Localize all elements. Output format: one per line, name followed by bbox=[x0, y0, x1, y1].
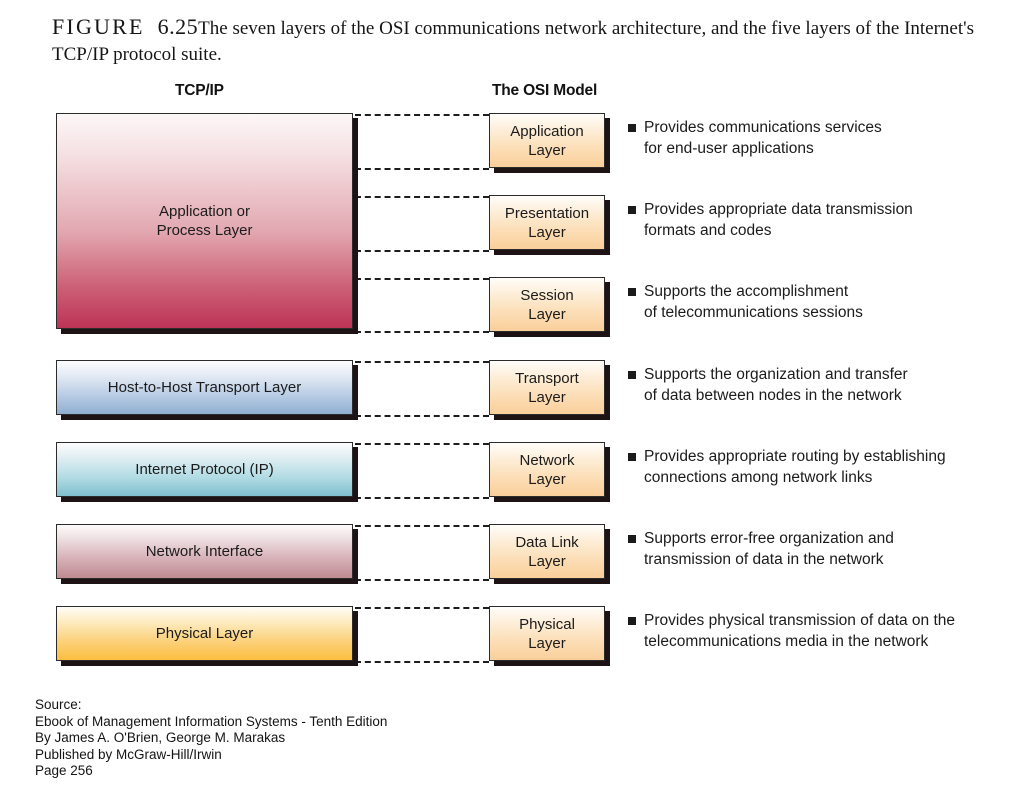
source-line-title: Ebook of Management Information Systems … bbox=[35, 713, 388, 729]
description-text: Provides appropriate data transmission f… bbox=[644, 201, 913, 239]
tcpip-layer-transport[interactable]: Host-to-Host Transport Layer bbox=[56, 360, 353, 415]
description-item: Provides communications services for end… bbox=[628, 117, 1013, 159]
osi-layer-network[interactable]: Network Layer bbox=[489, 442, 605, 497]
connector-dash-network-top bbox=[355, 443, 489, 445]
bullet-square-icon bbox=[628, 535, 636, 543]
bullet-square-icon bbox=[628, 288, 636, 296]
description-item: Provides appropriate data transmission f… bbox=[628, 199, 1013, 241]
osi-layer-transport-label: Transport Layer bbox=[515, 369, 579, 406]
osi-layer-application-label: Application Layer bbox=[510, 122, 584, 159]
connector-dash-session-top bbox=[355, 278, 489, 280]
description-text: Supports the accomplishment of telecommu… bbox=[644, 283, 863, 321]
figure-label: FIGURE bbox=[52, 14, 145, 39]
figure-number: 6.25 bbox=[157, 14, 199, 39]
column-header-tcpip: TCP/IP bbox=[175, 82, 224, 99]
description-item: Supports error-free organization and tra… bbox=[628, 528, 1013, 570]
osi-layer-presentation[interactable]: Presentation Layer bbox=[489, 195, 605, 250]
connector-dash-transport-bottom bbox=[355, 415, 489, 417]
osi-layer-session[interactable]: Session Layer bbox=[489, 277, 605, 332]
osi-layer-application[interactable]: Application Layer bbox=[489, 113, 605, 168]
description-item: Supports the accomplishment of telecommu… bbox=[628, 281, 1013, 323]
description-text: Provides communications services for end… bbox=[644, 119, 882, 157]
column-header-osi: The OSI Model bbox=[492, 82, 598, 99]
osi-layer-session-label: Session Layer bbox=[520, 286, 574, 323]
connector-dash-physical-bottom bbox=[355, 661, 489, 663]
osi-layer-data-link-label: Data Link Layer bbox=[515, 533, 579, 570]
connector-dash-application-bottom bbox=[355, 168, 489, 170]
source-line-authors: By James A. O'Brien, George M. Marakas bbox=[35, 730, 286, 745]
tcpip-layer-application-label: Application or Process Layer bbox=[156, 203, 253, 239]
tcpip-layer-physical[interactable]: Physical Layer bbox=[56, 606, 353, 661]
connector-dash-network-bottom bbox=[355, 497, 489, 499]
connector-dash-application-top bbox=[355, 114, 489, 116]
figure-caption-text: The seven layers of the OSI communicatio… bbox=[52, 18, 974, 65]
description-item: Provides physical transmission of data o… bbox=[628, 610, 1013, 652]
description-text: Provides appropriate routing by establis… bbox=[644, 448, 946, 486]
connector-dash-presentation-bottom bbox=[355, 250, 489, 252]
connector-dash-datalink-bottom bbox=[355, 579, 489, 581]
bullet-square-icon bbox=[628, 206, 636, 214]
source-line-publisher: Published by McGraw-Hill/Irwin bbox=[35, 746, 222, 762]
tcpip-layer-internet-protocol[interactable]: Internet Protocol (IP) bbox=[56, 442, 353, 497]
description-text: Provides physical transmission of data o… bbox=[644, 612, 956, 650]
osi-layer-physical-label: Physical Layer bbox=[519, 615, 575, 652]
connector-dash-transport-top bbox=[355, 361, 489, 363]
tcpip-layer-physical-label: Physical Layer bbox=[155, 625, 254, 642]
tcpip-layer-network-interface-label: Network Interface bbox=[145, 543, 264, 560]
description-item: Supports the organization and transfer o… bbox=[628, 364, 1013, 406]
tcpip-layer-network-interface[interactable]: Network Interface bbox=[56, 524, 353, 579]
tcpip-layer-application[interactable]: Application or Process Layer bbox=[56, 113, 353, 329]
source-block: Source: Ebook of Management Information … bbox=[35, 697, 387, 780]
description-text: Supports error-free organization and tra… bbox=[644, 530, 894, 568]
bullet-square-icon bbox=[628, 617, 636, 625]
tcpip-layer-transport-label: Host-to-Host Transport Layer bbox=[107, 379, 302, 396]
connector-dash-datalink-top bbox=[355, 525, 489, 527]
source-line-page: Page 256 bbox=[35, 763, 93, 778]
tcpip-layer-internet-protocol-label: Internet Protocol (IP) bbox=[135, 461, 274, 478]
bullet-square-icon bbox=[628, 124, 636, 132]
connector-dash-presentation-top bbox=[355, 196, 489, 198]
osi-layer-transport[interactable]: Transport Layer bbox=[489, 360, 605, 415]
bullet-square-icon bbox=[628, 371, 636, 379]
description-text: Supports the organization and transfer o… bbox=[644, 366, 908, 404]
bullet-square-icon bbox=[628, 453, 636, 461]
connector-dash-session-bottom bbox=[355, 331, 489, 333]
osi-layer-physical[interactable]: Physical Layer bbox=[489, 606, 605, 661]
connector-dash-physical-top bbox=[355, 607, 489, 609]
osi-layer-network-label: Network Layer bbox=[519, 451, 575, 488]
osi-layer-data-link[interactable]: Data Link Layer bbox=[489, 524, 605, 579]
source-line-label: Source: bbox=[35, 697, 82, 712]
description-item: Provides appropriate routing by establis… bbox=[628, 446, 1013, 488]
figure-caption: FIGURE 6.25The seven layers of the OSI co… bbox=[52, 14, 1007, 68]
osi-layer-presentation-label: Presentation Layer bbox=[504, 204, 590, 241]
